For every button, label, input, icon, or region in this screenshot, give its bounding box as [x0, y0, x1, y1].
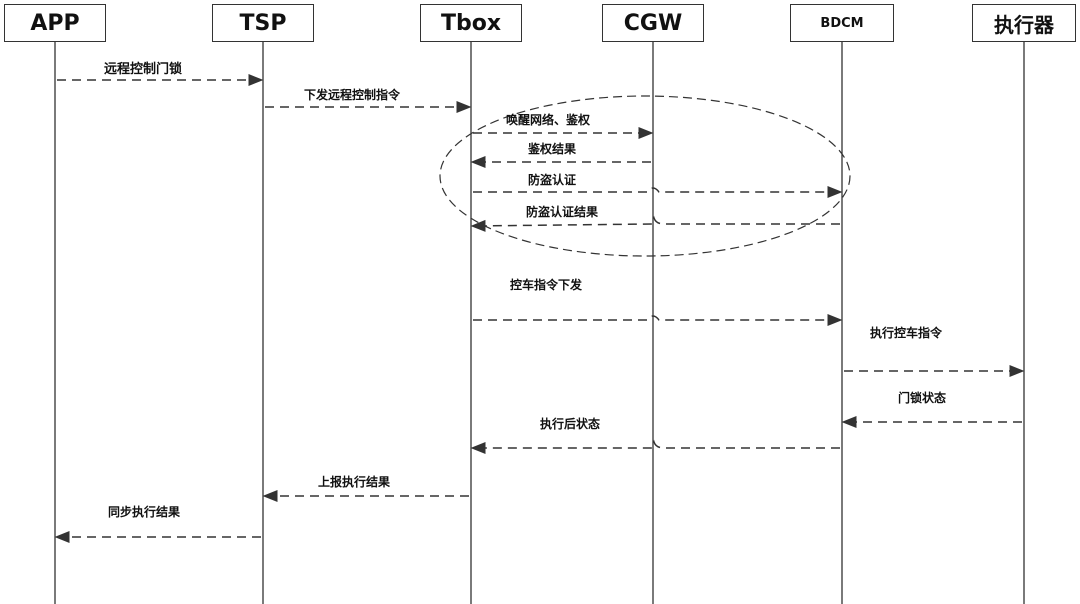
msg-label-7: 控车指令下发	[510, 278, 583, 292]
participant-app: APP	[4, 4, 106, 42]
participant-actuator: 执行器	[972, 4, 1076, 42]
msg-label-9: 门锁状态	[898, 391, 947, 405]
msg-label-4: 鉴权结果	[528, 142, 577, 156]
msg-label-11: 上报执行结果	[318, 475, 391, 489]
participant-tsp: TSP	[212, 4, 314, 42]
msg-arrow-7	[473, 314, 843, 326]
participant-cgw: CGW	[602, 4, 704, 42]
msg-arrow-6	[470, 215, 840, 232]
participant-bdcm: BDCM	[790, 4, 894, 42]
msg-label-3: 唤醒网络、鉴权	[506, 113, 591, 127]
participant-tbox: Tbox	[420, 4, 522, 42]
auth-group-ellipse	[439, 95, 851, 257]
msg-label-10: 执行后状态	[540, 417, 601, 431]
msg-label-5: 防盗认证	[528, 173, 577, 187]
msg-arrow-5	[473, 186, 843, 198]
msg-label-1: 远程控制门锁	[104, 62, 183, 77]
msg-label-8: 执行控车指令	[870, 326, 943, 340]
msg-label-2: 下发远程控制指令	[304, 88, 401, 102]
msg-arrow-10	[470, 439, 840, 454]
msg-label-12: 同步执行结果	[108, 505, 181, 519]
msg-label-6: 防盗认证结果	[526, 205, 599, 219]
